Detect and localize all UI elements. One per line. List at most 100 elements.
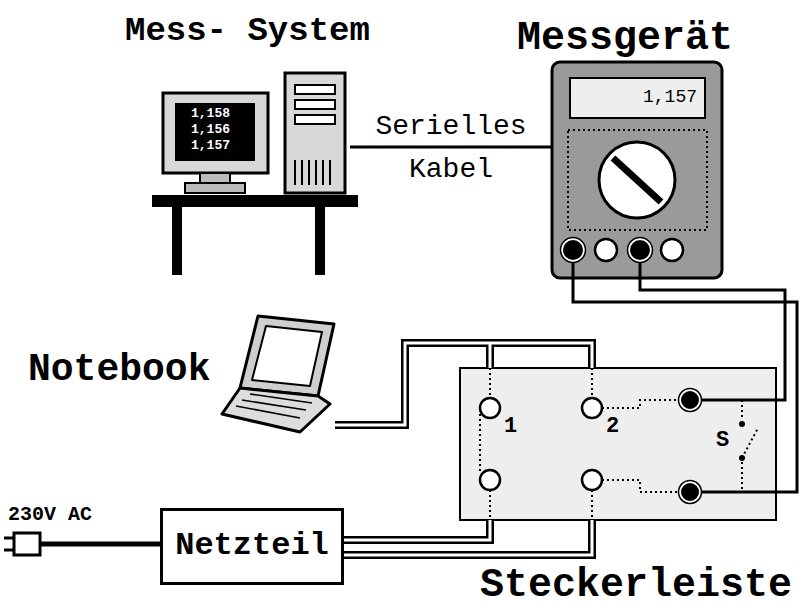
test-wire — [640, 278, 785, 400]
multimeter-icon-part — [561, 238, 586, 263]
desk-part — [172, 207, 182, 275]
laptop-icon-part — [242, 400, 306, 410]
notebook-node: Notebook — [28, 310, 335, 432]
multimeter-icon-part — [568, 130, 707, 230]
laptop-icon-part — [222, 388, 330, 432]
connector-line — [489, 343, 492, 368]
switch-label: S — [716, 428, 729, 453]
mains-plug-part — [40, 542, 160, 547]
power-strip-part-part — [591, 368, 593, 398]
test-wire — [573, 278, 797, 492]
tower-icon-part — [295, 115, 335, 124]
node-heading: Messgerät — [517, 16, 733, 62]
mains-plug-part — [14, 533, 40, 555]
tower-icon — [285, 73, 345, 193]
power-strip-part — [480, 368, 742, 520]
monitor-icon-part — [163, 93, 268, 173]
power-strip-part-part — [489, 490, 491, 520]
power-strip-part — [460, 368, 776, 520]
connector-line — [573, 278, 797, 492]
multimeter-icon — [552, 62, 722, 278]
power-strip-part-part — [602, 480, 680, 492]
computer-node: Mess- System1,158 1,156 1,157 — [150, 70, 350, 198]
node-heading: Mess- System — [125, 12, 370, 51]
socket-number: 2 — [606, 414, 619, 439]
connector-line — [335, 343, 592, 425]
power-strip-part-part — [582, 470, 602, 490]
power-strip-part-part — [741, 462, 743, 492]
multimeter-icon-part — [562, 239, 584, 261]
power-strip-part-part — [741, 400, 743, 420]
laptop-icon-part — [240, 316, 334, 396]
multimeter-icon-part — [613, 158, 661, 202]
voltage-label: 230V AC — [8, 503, 92, 526]
monitor-icon-part — [175, 103, 255, 161]
multimeter-icon-part — [639, 262, 642, 278]
power-strip-part — [680, 390, 700, 410]
power-strip-part-part — [489, 368, 491, 398]
box-text: Netzteil — [175, 528, 329, 565]
tower-icon-part — [308, 160, 310, 185]
connector-line — [640, 278, 785, 400]
power-strip-part — [742, 428, 758, 458]
power-strip-part-part — [479, 414, 481, 474]
connector-line — [344, 520, 490, 540]
multimeter-icon-part — [629, 239, 651, 261]
power-strip-part-part — [480, 398, 500, 418]
tower-icon-part — [301, 160, 303, 185]
connector-line — [344, 520, 592, 555]
tower-icon-part — [315, 160, 317, 185]
laptop-icon-part — [252, 326, 322, 386]
power-strip-part — [480, 398, 602, 490]
edge-label: Serielles Kabel — [375, 111, 526, 185]
multimeter-icon-part — [552, 62, 722, 278]
serial-cable — [350, 147, 552, 148]
power-strip-node: Steckerleiste12S — [460, 368, 776, 520]
tower-icon-part — [295, 85, 335, 94]
connector-line — [350, 146, 552, 149]
multimeter-icon-part — [599, 142, 675, 218]
tower-icon-part — [295, 100, 335, 109]
tower-icon-part — [294, 160, 296, 185]
display-value: 1,157 — [570, 87, 697, 108]
multimeter-icon-part — [572, 262, 575, 278]
multimeter-icon-part — [628, 238, 653, 263]
connector-line — [486, 343, 494, 368]
connector-line — [344, 520, 490, 540]
mains-plug-part — [4, 537, 14, 540]
power-strip — [460, 368, 776, 520]
double-cable — [335, 343, 592, 425]
monitor-icon-part — [185, 183, 245, 193]
multimeter-icon-part — [595, 239, 617, 261]
screen-values: 1,158 1,156 1,157 — [191, 106, 239, 154]
desk-part — [315, 207, 325, 275]
power-strip-part — [679, 481, 702, 504]
laptop-icon-part — [250, 394, 312, 403]
power-strip-part — [680, 482, 700, 502]
power-strip-part — [739, 421, 745, 427]
power-strip-part — [701, 491, 776, 494]
power-strip-part — [701, 399, 776, 402]
desk — [152, 195, 358, 275]
socket-number: 1 — [504, 414, 517, 439]
laptop-icon — [222, 316, 334, 432]
power-supply-box: Netzteil — [160, 508, 344, 585]
desk-part — [152, 195, 358, 207]
power-strip-part — [679, 389, 702, 412]
monitor-icon-part — [200, 173, 230, 183]
multimeter-icon-part — [570, 78, 705, 118]
power-strip-part-part — [602, 400, 680, 408]
mains-plug — [4, 533, 160, 555]
monitor-icon — [163, 93, 268, 193]
power-strip-part-part — [582, 398, 602, 418]
connector-line — [335, 343, 592, 425]
edge-label-box: Serielles Kabel — [365, 107, 537, 193]
mains-plug-part — [4, 549, 14, 552]
node-heading: Steckerleiste — [480, 566, 792, 606]
double-cable — [344, 520, 592, 555]
multimeter-icon-part — [661, 239, 683, 261]
tower-icon-part — [285, 73, 345, 193]
power-strip-part-part — [591, 490, 593, 520]
power-strip-part-part — [480, 470, 500, 490]
